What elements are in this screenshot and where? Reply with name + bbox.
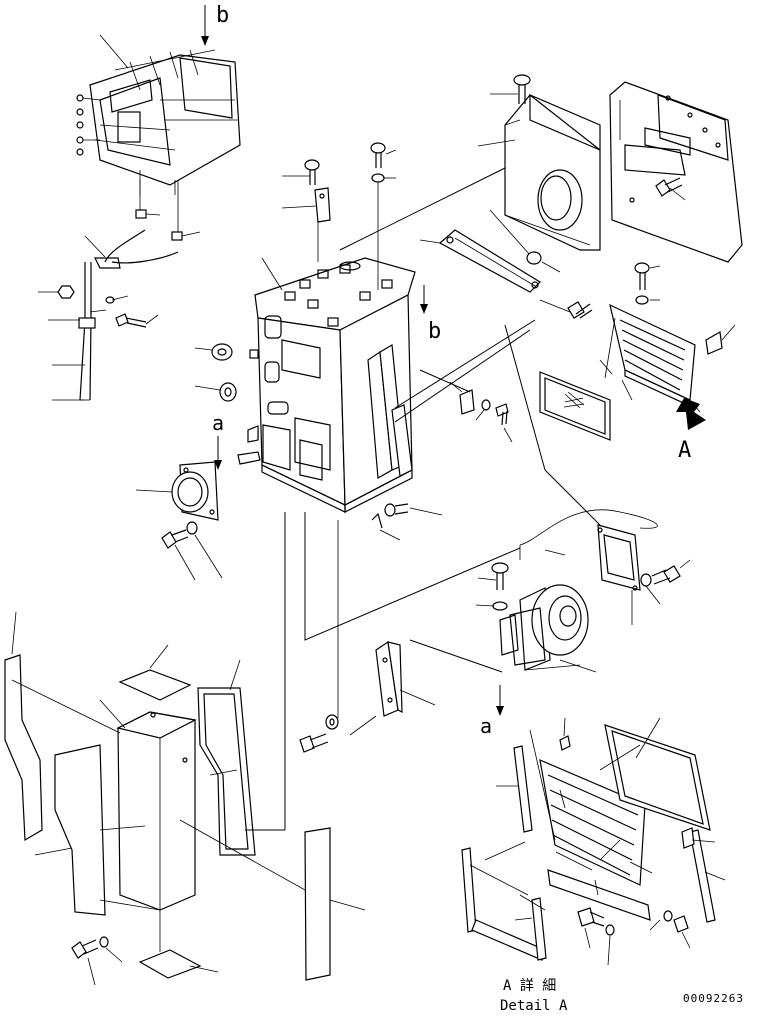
view-arrow-a-mid xyxy=(214,436,222,470)
grille-clip xyxy=(705,331,723,355)
detail-a-plate xyxy=(547,869,651,921)
bolt-top-center-2 xyxy=(370,142,386,183)
bracket-small xyxy=(247,425,259,443)
duct-cover-box xyxy=(116,711,197,911)
stay-bar xyxy=(438,229,541,293)
bolt-and-washer-left xyxy=(89,296,147,328)
detail-a-bolts xyxy=(577,907,689,936)
view-arrow-a-lower xyxy=(496,685,504,716)
detail-caption-japanese: A 詳 細 xyxy=(503,978,556,994)
view-label-b-top: b xyxy=(216,3,229,28)
air-conditioner-unit xyxy=(76,49,241,195)
bracket-clip-top xyxy=(314,187,331,223)
gasket-frame xyxy=(197,687,256,856)
bolt-blower-right xyxy=(640,565,681,587)
detail-label-A: A xyxy=(678,438,691,463)
side-channel-bracket xyxy=(375,640,403,717)
drawing-number: 00092263 xyxy=(683,992,744,1005)
duct-box xyxy=(504,93,601,251)
air-duct-post xyxy=(367,344,413,479)
bolt-housing-base xyxy=(371,503,409,529)
seal-strip-right xyxy=(304,827,331,981)
bolt-bottom-left xyxy=(71,936,109,959)
bolt-and-washer-fitting xyxy=(161,521,198,549)
seal-pad-bottom xyxy=(138,949,202,979)
view-label-a-mid: a xyxy=(212,411,224,435)
bolt-washer-bottom-center xyxy=(299,714,339,753)
seal-pad-top xyxy=(118,669,192,701)
detail-a-clip-right xyxy=(681,827,695,849)
view-arrow-b-top xyxy=(201,5,209,46)
bracket-left xyxy=(237,451,261,465)
detail-a-clip-top xyxy=(559,735,571,751)
bolt-blower-top xyxy=(491,562,509,611)
resistor-bracket xyxy=(597,524,641,591)
seal-sheet-left xyxy=(54,744,106,916)
bolt-duct-top xyxy=(513,74,531,104)
detail-caption-english: Detail A xyxy=(500,998,568,1012)
view-arrow-b-right xyxy=(420,285,428,314)
outlet-fitting xyxy=(171,461,219,521)
harness-wire xyxy=(519,509,658,546)
detail-a-seal-rod-right xyxy=(689,829,716,923)
grille-panel xyxy=(604,303,701,413)
detail-a-seal-strip-3 xyxy=(531,897,547,961)
drain-hose-assembly xyxy=(78,229,179,401)
view-label-b-right: b xyxy=(428,319,441,344)
bolt-right-grille xyxy=(634,262,650,305)
bolt-panel xyxy=(655,177,683,197)
bolt-knob xyxy=(526,251,542,265)
detail-arrow-A xyxy=(676,398,706,430)
bolt-top-center-1 xyxy=(304,159,320,185)
duct-seal-strip-left xyxy=(4,654,43,842)
air-filter xyxy=(539,371,611,441)
detail-a-filter-frame xyxy=(604,724,711,831)
view-label-a-lower: a xyxy=(480,714,492,738)
blower-motor xyxy=(499,584,589,671)
detail-a-seal-strip-2 xyxy=(471,919,546,961)
bolt-grille-mount xyxy=(567,301,593,319)
grommets xyxy=(211,343,237,402)
control-panel-cover xyxy=(609,81,743,263)
detail-a-grille xyxy=(539,759,646,886)
bracket-clip-right xyxy=(459,389,509,426)
detail-a-seal-strip-1 xyxy=(461,847,477,933)
hose-clips xyxy=(135,209,201,241)
detail-a-seal-rod-left xyxy=(513,745,533,833)
